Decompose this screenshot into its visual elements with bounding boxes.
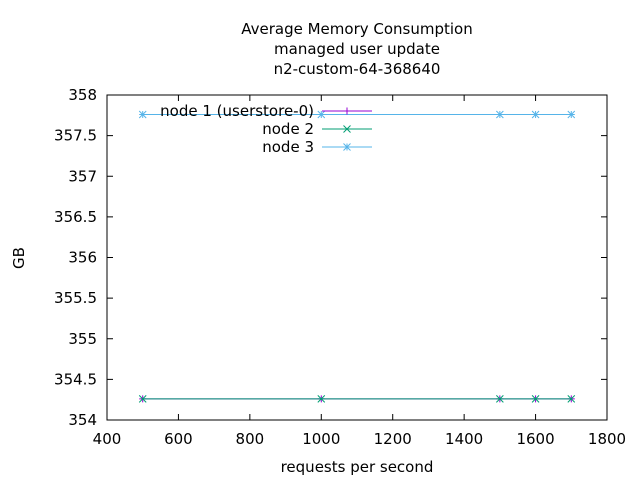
data-point xyxy=(496,110,504,119)
y-tick-label: 356.5 xyxy=(54,208,97,226)
x-tick-label: 600 xyxy=(164,430,193,448)
x-tick-label: 1000 xyxy=(302,430,340,448)
data-point xyxy=(138,395,147,403)
y-tick-label: 356 xyxy=(68,249,97,267)
y-tick-label: 357 xyxy=(68,167,97,185)
data-point xyxy=(567,395,576,403)
data-point xyxy=(496,395,504,403)
x-axis-label: requests per second xyxy=(281,458,434,476)
legend-marker xyxy=(343,125,351,133)
x-tick-label: 1600 xyxy=(516,430,554,448)
x-tick-label: 400 xyxy=(93,430,122,448)
y-tick-label: 357.5 xyxy=(54,127,97,145)
plot-frame xyxy=(106,94,608,421)
data-point xyxy=(317,395,326,403)
y-tick-label: 354 xyxy=(68,411,97,429)
legend-label: node 3 xyxy=(262,138,314,156)
chart-title-line: n2-custom-64-368640 xyxy=(274,60,441,78)
data-point xyxy=(317,110,326,119)
y-tick-label: 355.5 xyxy=(54,289,97,307)
y-axis-label: GB xyxy=(10,247,28,269)
chart-title-line: Average Memory Consumption xyxy=(241,20,472,38)
data-point xyxy=(567,110,576,119)
x-tick-label: 800 xyxy=(236,430,265,448)
legend-label: node 1 (userstore-0) xyxy=(160,102,314,120)
data-point xyxy=(138,110,147,119)
legend-marker xyxy=(343,107,351,115)
y-tick-label: 358 xyxy=(68,86,97,104)
y-tick-label: 355 xyxy=(68,330,97,348)
x-tick-label: 1200 xyxy=(374,430,412,448)
data-point xyxy=(531,110,540,119)
y-tick-label: 354.5 xyxy=(54,370,97,388)
x-tick-label: 1800 xyxy=(588,430,626,448)
legend-label: node 2 xyxy=(262,120,314,138)
data-point xyxy=(531,395,540,403)
legend-marker xyxy=(343,143,351,151)
chart-title-line: managed user update xyxy=(274,40,440,58)
x-tick-label: 1400 xyxy=(445,430,483,448)
